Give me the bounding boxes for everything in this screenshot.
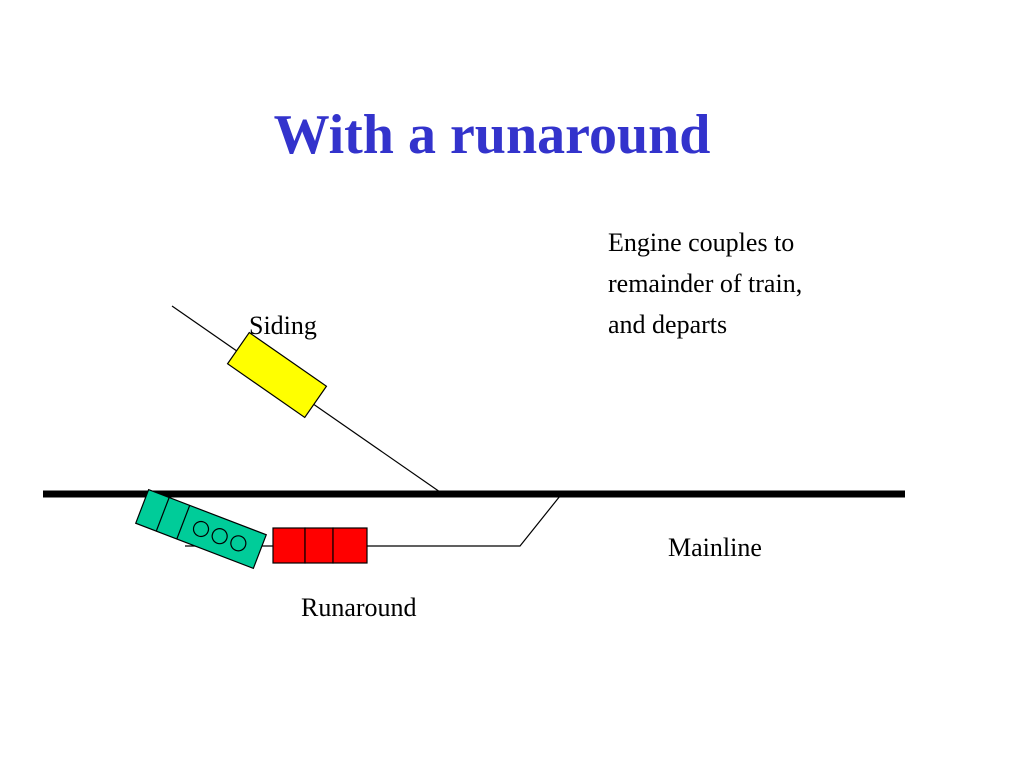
engine-wheel-1 (192, 520, 210, 538)
engine-body (134, 488, 268, 570)
engine (134, 488, 268, 570)
siding-car-body (226, 331, 328, 419)
engine-wheel-3 (230, 535, 247, 552)
engine-cab-divider-2 (176, 505, 191, 540)
siding-label: Siding (249, 311, 317, 340)
mainline-label: Mainline (668, 533, 762, 562)
caption-text: Engine couples to remainder of train, an… (608, 228, 803, 339)
engine-wheel-2 (211, 528, 228, 545)
slide-title: With a runaround (273, 104, 711, 166)
runaround-car-3 (332, 527, 368, 564)
runaround-car-2 (304, 527, 334, 564)
runaround-label: Runaround (301, 593, 417, 622)
runaround-car-1 (272, 527, 306, 564)
siding-car (226, 331, 328, 419)
engine-cab-divider-1 (155, 497, 170, 532)
runaround-cars (272, 527, 368, 564)
